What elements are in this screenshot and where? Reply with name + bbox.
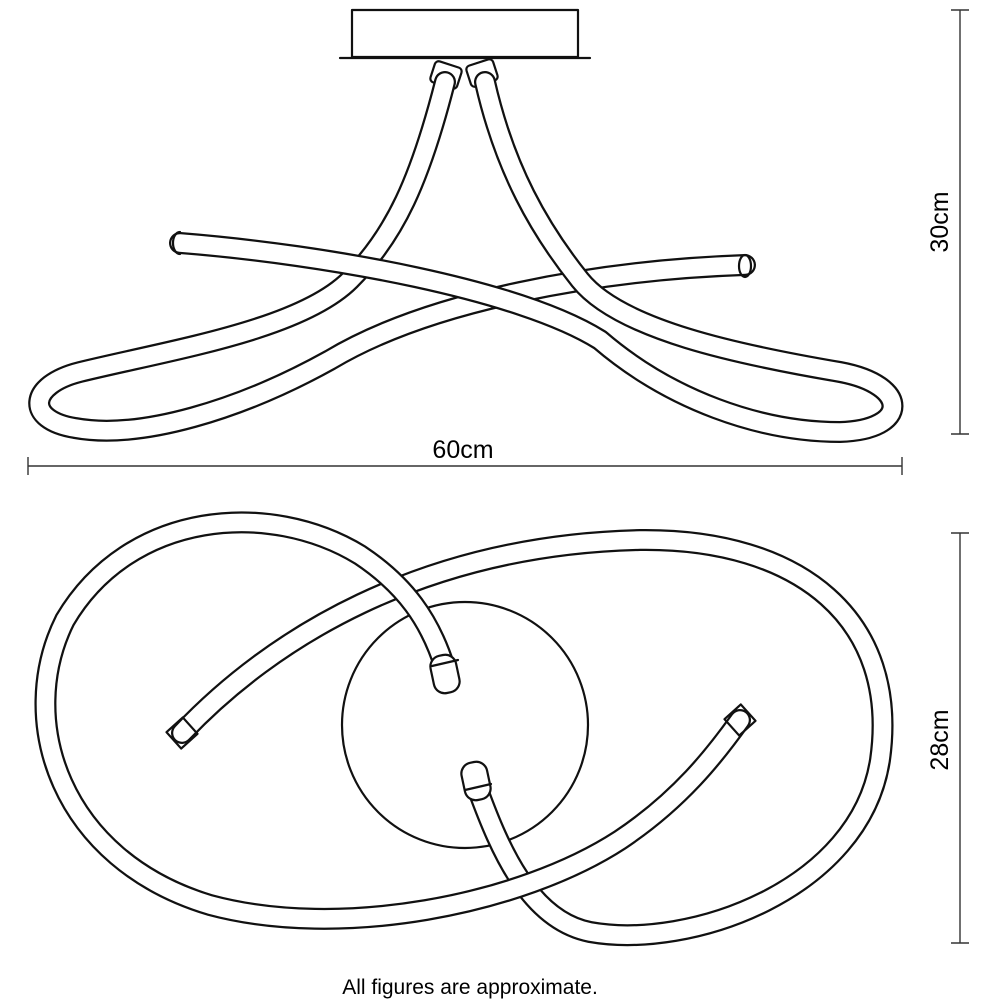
top-view <box>34 511 894 947</box>
width-label: 60cm <box>432 436 493 464</box>
width-dimension: 60cm <box>27 436 903 475</box>
side-view <box>28 8 904 443</box>
depth-label: 28cm <box>926 709 954 770</box>
depth-dimension: 28cm <box>926 532 969 944</box>
ceiling-canopy <box>338 8 592 60</box>
top-arm-left-loop <box>34 511 757 930</box>
approximate-note: All figures are approximate. <box>342 976 598 999</box>
top-connector-caps <box>429 653 493 802</box>
height-label: 30cm <box>926 191 954 252</box>
side-arm-right-loop <box>169 71 904 443</box>
base-plate <box>340 600 590 850</box>
height-dimension: 30cm <box>926 9 969 435</box>
